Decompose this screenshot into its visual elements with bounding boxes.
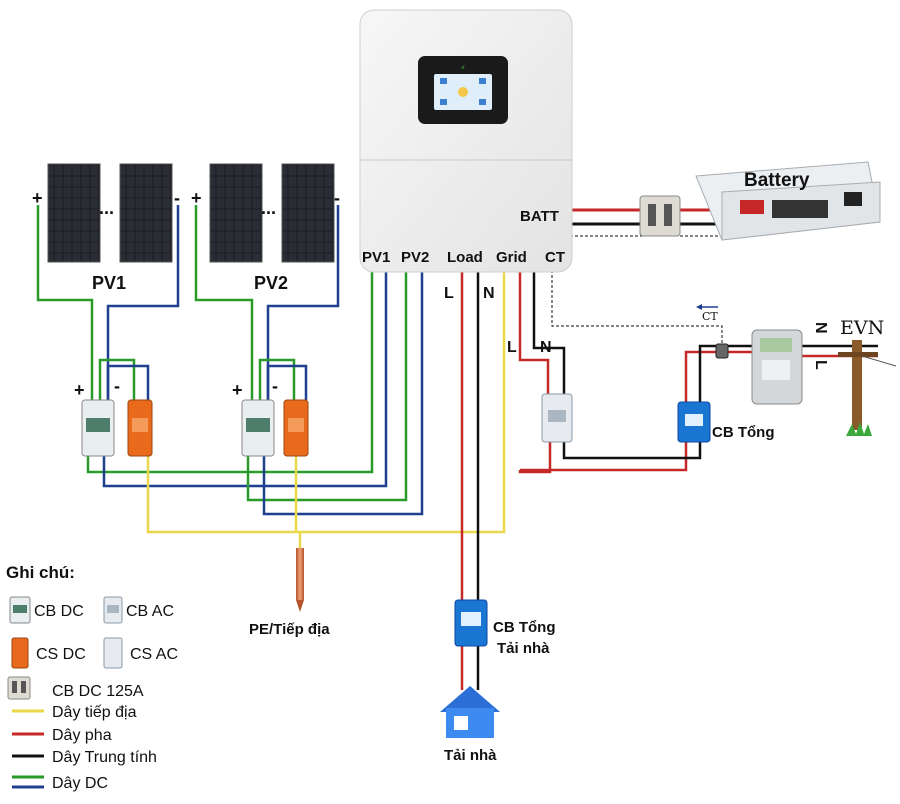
- legend-cs-dc-icon: [11, 637, 29, 669]
- pv1-dc-positive-wire: [36, 205, 94, 412]
- cb-dc-icon: [81, 399, 115, 457]
- legend-title: Ghi chú:: [6, 563, 75, 582]
- pv1-out-positive-wire: [86, 270, 374, 474]
- pv1-out-negative-wire: [102, 270, 388, 488]
- cs-dc-icon: [283, 399, 309, 457]
- pv2-jumper-neg: [266, 364, 308, 412]
- ct-label: CT: [702, 310, 718, 323]
- svg-text:N: N: [540, 339, 552, 356]
- main-cb-label: CB Tổng: [712, 424, 774, 441]
- svg-text:Tải nhà: Tải nhà: [497, 640, 550, 657]
- port-pv2-label: PV2: [401, 249, 429, 266]
- port-ct-label: CT: [545, 249, 565, 266]
- legend-cs-ac-icon: [103, 637, 123, 669]
- svg-text:L: L: [507, 339, 517, 356]
- pv2-out-negative-wire: [262, 270, 424, 516]
- grid-n-wire: [532, 270, 566, 396]
- pv1-jumper-pos: [98, 358, 136, 412]
- grid-l-main: [520, 440, 688, 472]
- pv2-out-positive-wire: [246, 270, 408, 502]
- pv1-panel-1: [47, 163, 101, 263]
- pv1-panel-2: [119, 163, 173, 263]
- cb-dc-125a-icon: [639, 195, 681, 237]
- legend-cb-dc-icon: [9, 596, 31, 624]
- svg-text:N: N: [483, 285, 495, 302]
- pv2-panel-1: [209, 163, 263, 263]
- port-pv1-label: PV1: [362, 249, 390, 266]
- pv1-string: ... + - PV1: [32, 163, 180, 293]
- ct-sensor: CT: [696, 304, 729, 359]
- svg-text:CB DC: CB DC: [34, 603, 84, 620]
- svg-text:CS AC: CS AC: [130, 646, 178, 663]
- pv1-label: PV1: [92, 273, 126, 293]
- cb-ac-grid-icon: [541, 393, 573, 443]
- cs-dc-icon: [127, 399, 153, 457]
- ct-dashed-wire: [551, 270, 723, 346]
- port-batt-label: BATT: [520, 208, 559, 225]
- house-icon: Tải nhà: [440, 686, 500, 764]
- svg-text:...: ...: [261, 198, 276, 218]
- legend: Ghi chú: CB DC CB AC CS DC CS AC CB DC 1…: [6, 563, 178, 792]
- wires: [36, 205, 878, 690]
- legend-cb-dc-125a-icon: [7, 676, 31, 700]
- svg-text:Dây pha: Dây pha: [52, 727, 112, 744]
- svg-text:CB Tổng: CB Tổng: [493, 619, 555, 636]
- ground-rod: PE/Tiếp địa: [249, 548, 330, 638]
- pv2-string: ... + - PV2: [191, 163, 340, 293]
- main-cb-l-up: [684, 350, 760, 404]
- svg-text:L: L: [444, 285, 454, 302]
- pv2-dc-positive-wire: [194, 205, 254, 412]
- pv2-label: PV2: [254, 273, 288, 293]
- main-cb: CB Tổng: [677, 401, 774, 443]
- cb-dc-icon: [241, 399, 275, 457]
- pv1-dc-protection: + -: [74, 376, 153, 457]
- battery: Battery: [639, 161, 881, 241]
- battery-label: Battery: [744, 170, 810, 191]
- svg-text:-: -: [272, 376, 278, 396]
- svg-text:CB DC 125A: CB DC 125A: [52, 683, 144, 700]
- ground-label: PE/Tiếp địa: [249, 621, 330, 638]
- main-cb-n-up: [698, 344, 760, 404]
- earth-wire: [146, 270, 506, 534]
- pv1-minus: -: [174, 188, 180, 208]
- grid-l-out: [518, 442, 552, 474]
- svg-text:+: +: [74, 380, 85, 400]
- grid-n-main: [562, 440, 702, 460]
- pv2-jumper-pos: [258, 358, 296, 412]
- svg-text:...: ...: [99, 198, 114, 218]
- svg-text:+: +: [232, 380, 243, 400]
- pv2-dc-protection: + -: [232, 376, 309, 457]
- svg-text:CS DC: CS DC: [36, 646, 86, 663]
- svg-text:Dây tiếp địa: Dây tiếp địa: [52, 704, 137, 721]
- evn-pole: EVN N L: [812, 317, 897, 436]
- pv1-plus: +: [32, 188, 43, 208]
- pv2-panel-2: [281, 163, 335, 263]
- pv1-jumper-neg: [106, 364, 150, 412]
- house-label: Tải nhà: [444, 747, 497, 764]
- house-cb: CB Tổng Tải nhà: [454, 599, 555, 657]
- inverter: ⚡ BATT PV1 PV2 Load Grid CT: [359, 9, 573, 273]
- energy-meter: [751, 329, 803, 405]
- grid-l-wire: [518, 270, 550, 396]
- svg-text:-: -: [114, 376, 120, 396]
- port-grid-label: Grid: [496, 249, 527, 266]
- svg-text:N: N: [812, 322, 829, 334]
- evn-label: EVN: [840, 317, 884, 339]
- svg-text:CB AC: CB AC: [126, 603, 174, 620]
- port-load-label: Load: [447, 249, 483, 266]
- svg-text:L: L: [812, 360, 829, 370]
- pv2-plus: +: [191, 188, 202, 208]
- legend-cb-ac-icon: [103, 596, 123, 624]
- svg-text:Dây Trung tính: Dây Trung tính: [52, 749, 157, 766]
- svg-text:Dây DC: Dây DC: [52, 775, 108, 792]
- pv2-minus: -: [334, 188, 340, 208]
- svg-text:⚡: ⚡: [461, 64, 466, 72]
